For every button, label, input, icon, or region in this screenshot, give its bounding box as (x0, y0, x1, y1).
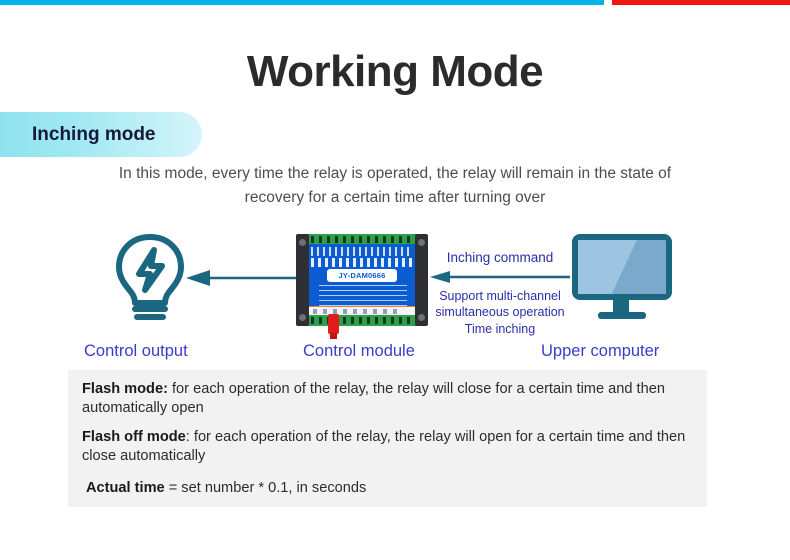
inching-command-details: Support multi-channel simultaneous opera… (424, 288, 576, 337)
command-detail-line-2: simultaneous operation (435, 305, 565, 320)
monitor-base (598, 312, 646, 319)
output-arrow-icon (186, 266, 302, 290)
module-terminal-bottom (307, 315, 417, 326)
module-model-label: JY-DAM0666 (327, 269, 397, 282)
inching-command-block: Inching command Support multi-channel si… (424, 250, 576, 337)
top-bar-red (612, 0, 790, 5)
module-silkscreen-text (319, 285, 407, 307)
monitor-neck (613, 300, 629, 313)
actual-time-paragraph: Actual time = set number * 0.1, in secon… (82, 479, 695, 498)
control-module-device: JY-DAM0666 (296, 234, 428, 339)
module-connector-row (311, 247, 413, 256)
flash-mode-label: Flash mode: (82, 381, 168, 397)
mode-info-box: Flash mode: for each operation of the re… (68, 370, 707, 507)
page-title: Working Mode (246, 47, 544, 96)
inching-command-arrow-icon (424, 270, 576, 284)
module-rail-right (415, 234, 428, 326)
command-detail-line-1: Support multi-channel (439, 289, 561, 304)
monitor-frame (572, 234, 672, 300)
desktop-monitor-icon (572, 234, 672, 326)
caption-control-output: Control output (84, 342, 188, 360)
lightbulb-with-bolt-icon (110, 232, 190, 328)
flash-mode-paragraph: Flash mode: for each operation of the re… (82, 380, 695, 419)
caption-upper-computer: Upper computer (541, 342, 660, 360)
flash-mode-text: for each operation of the relay, the rel… (82, 381, 665, 417)
mode-description: In this mode, every time the relay is op… (118, 165, 672, 207)
flash-off-mode-paragraph: Flash off mode: for each operation of th… (82, 428, 695, 467)
module-bottom-panel (307, 307, 417, 316)
actual-time-text: = set number * 0.1, in seconds (164, 480, 367, 496)
module-rail-left (296, 234, 309, 326)
module-pcb: JY-DAM0666 (307, 244, 417, 316)
top-accent-bars (0, 0, 790, 5)
command-detail-line-3: Time inching (464, 321, 536, 336)
actual-time-label: Actual time (86, 480, 165, 496)
mode-badge-label: Inching mode (32, 123, 156, 145)
inching-command-title: Inching command (446, 250, 554, 265)
top-bar-cyan (0, 0, 604, 5)
module-chip-row (311, 258, 413, 267)
module-red-component (328, 314, 339, 339)
module-terminal-top (307, 234, 417, 245)
flash-off-mode-label: Flash off mode (82, 428, 186, 445)
caption-control-module: Control module (303, 342, 415, 360)
flash-off-mode-text: : for each operation of the relay, the r… (82, 428, 686, 464)
mode-badge: Inching mode (0, 112, 202, 157)
